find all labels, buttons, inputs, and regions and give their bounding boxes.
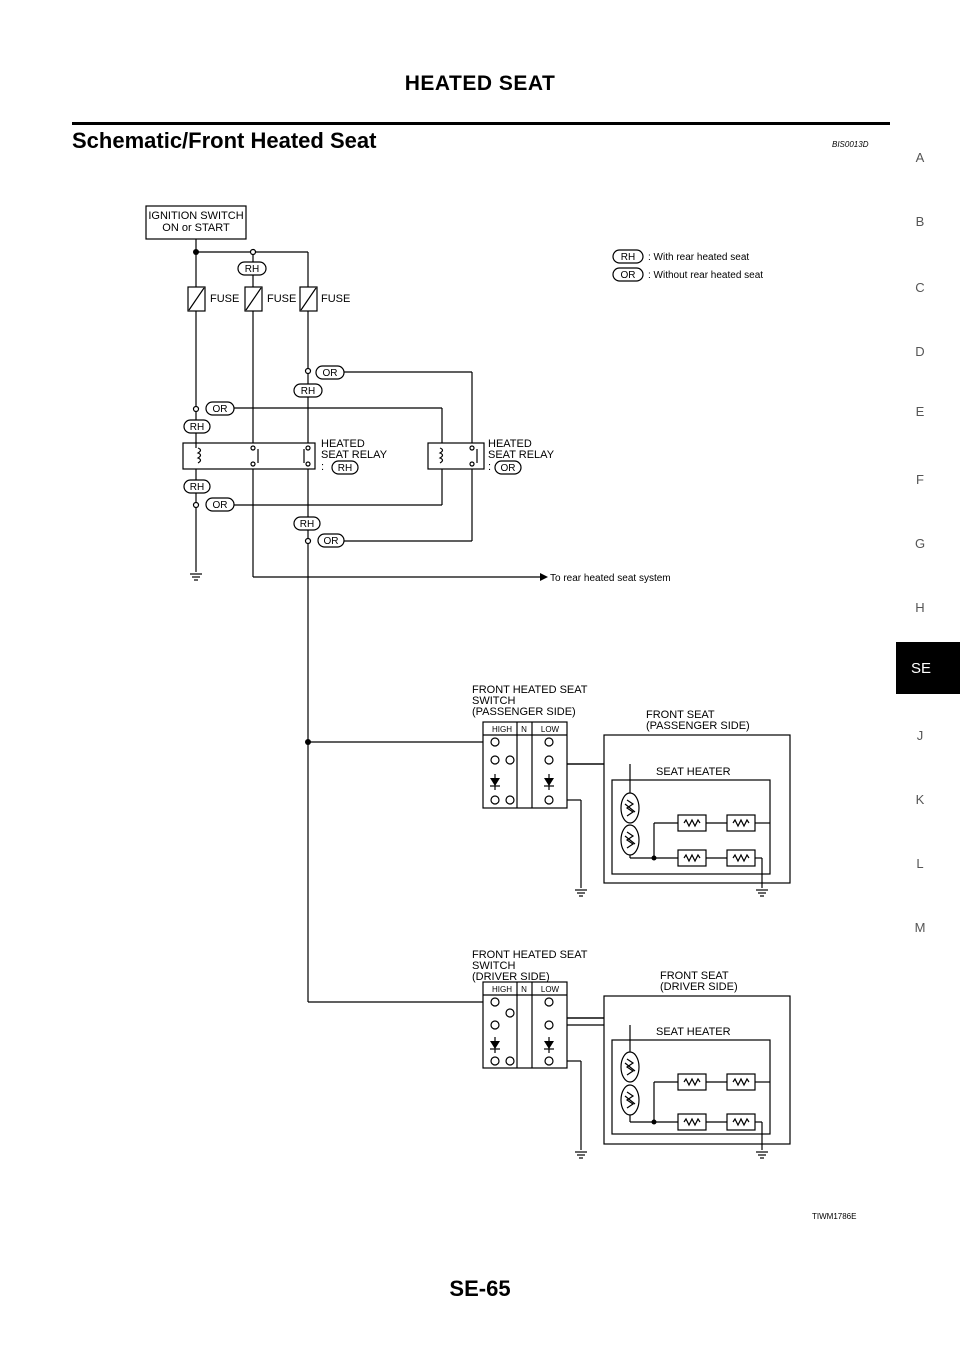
- legend-or-tag-text: OR: [621, 270, 636, 281]
- relay-or-line1: HEATED: [488, 438, 532, 450]
- page-header: HEATED SEAT: [404, 72, 556, 95]
- legend: RH : With rear heated seat OR : Without …: [612, 249, 763, 282]
- nav-letter-b[interactable]: B: [915, 214, 925, 229]
- svg-text:FRONT HEATED SEAT: FRONT HEATED SEAT: [472, 684, 588, 696]
- svg-text:FRONT SEAT: FRONT SEAT: [660, 970, 729, 982]
- relay-or-line2: SEAT RELAY: [488, 449, 555, 461]
- passenger-front-seat: FRONT SEAT (PASSENGER SIDE) SEAT HEATER: [567, 709, 791, 888]
- nav-letter-m[interactable]: M: [914, 920, 926, 935]
- nav-letter-c[interactable]: C: [915, 280, 925, 295]
- heater-element-icon: [726, 849, 756, 867]
- svg-text:(PASSENGER SIDE): (PASSENGER SIDE): [472, 706, 576, 718]
- legend-rh-text: : With rear heated seat: [648, 252, 749, 263]
- fuse-3: FUSE: [299, 252, 350, 312]
- fuse-2: FUSE: [244, 275, 296, 312]
- tag-or-text: OR: [213, 404, 228, 415]
- heater-element-icon: [726, 814, 756, 832]
- svg-text:N: N: [521, 985, 527, 994]
- nav-letter-se-active[interactable]: SE: [896, 642, 960, 694]
- heated-seat-relay-or: HEATED SEAT RELAY : OR: [427, 438, 555, 475]
- thermostat-icon: [620, 1084, 640, 1116]
- fuse-3-label: FUSE: [321, 293, 350, 305]
- heater-element-icon: [726, 1073, 756, 1091]
- passenger-switch-label: FRONT HEATED SEAT SWITCH (PASSENGER SIDE…: [472, 684, 588, 718]
- svg-text:LOW: LOW: [541, 725, 560, 734]
- relay-or-colon: :: [488, 461, 491, 473]
- ignition-label-line1: IGNITION SWITCH: [148, 210, 243, 222]
- nav-letter-j[interactable]: J: [916, 728, 924, 743]
- nav-letter-e[interactable]: E: [915, 404, 925, 419]
- svg-text:(DRIVER SIDE): (DRIVER SIDE): [660, 981, 738, 993]
- heater-element-icon: [677, 1113, 707, 1131]
- svg-text:LOW: LOW: [541, 985, 560, 994]
- svg-text:SWITCH: SWITCH: [472, 960, 515, 972]
- heater-element-icon: [726, 1113, 756, 1131]
- option-connector: [249, 248, 257, 256]
- svg-text:HIGH: HIGH: [492, 985, 512, 994]
- nav-letter-h[interactable]: H: [915, 600, 925, 615]
- svg-text:SEAT HEATER: SEAT HEATER: [656, 1026, 731, 1038]
- ignition-switch-box: IGNITION SWITCH ON or START: [145, 205, 247, 240]
- heater-element-icon: [677, 849, 707, 867]
- svg-text:(DRIVER SIDE): (DRIVER SIDE): [472, 971, 550, 983]
- tag-rh: [237, 261, 267, 276]
- tag-rh-text: RH: [245, 264, 259, 275]
- svg-text:SEAT HEATER: SEAT HEATER: [656, 766, 731, 778]
- rear-system-label: To rear heated seat system: [550, 573, 671, 584]
- svg-text:FRONT SEAT: FRONT SEAT: [646, 709, 715, 721]
- page-number: SE-65: [449, 1276, 511, 1301]
- ignition-label-line2: ON or START: [162, 222, 230, 234]
- heater-element-icon: [677, 1073, 707, 1091]
- relay-rh-tag: RH: [338, 463, 352, 474]
- thermostat-icon: [620, 792, 640, 824]
- thermostat-icon: [620, 824, 640, 856]
- legend-or-tag: [612, 267, 644, 282]
- legend-or-text: : Without rear heated seat: [648, 270, 763, 281]
- fuse-2-label: FUSE: [267, 293, 296, 305]
- nav-letter-f[interactable]: F: [916, 472, 924, 487]
- nav-letter-g[interactable]: G: [914, 536, 926, 551]
- heated-seat-relay-rh: HEATED SEAT RELAY : RH: [182, 438, 388, 475]
- nav-letter-l[interactable]: L: [916, 856, 924, 871]
- relay-or-tag: OR: [501, 463, 516, 474]
- tag-or-text: OR: [324, 536, 339, 547]
- driver-switch-label: FRONT HEATED SEAT SWITCH (DRIVER SIDE): [472, 949, 588, 983]
- driver-front-seat: FRONT SEAT (DRIVER SIDE) SEAT HEATER: [567, 970, 791, 1150]
- svg-text:N: N: [521, 725, 527, 734]
- section-index-nav: A B C D E F G H SE J K L M: [896, 0, 960, 1358]
- relay-rh-colon: :: [321, 461, 324, 473]
- relay-rh-line1: HEATED: [321, 438, 365, 450]
- heater-element-icon: [677, 814, 707, 832]
- legend-rh-tag-text: RH: [621, 252, 635, 263]
- figure-code: TIWM1786E: [812, 1212, 857, 1221]
- driver-heated-seat-switch: HIGH N LOW: [482, 981, 568, 1069]
- header-rule: [72, 122, 890, 125]
- tag-or-text: OR: [213, 500, 228, 511]
- arrow-icon: [540, 573, 548, 581]
- fuse-1-label: FUSE: [210, 293, 239, 305]
- svg-text:HIGH: HIGH: [492, 725, 512, 734]
- section-code: BIS0013D: [832, 140, 869, 149]
- tag-rh-text: RH: [190, 422, 204, 433]
- svg-text:(PASSENGER SIDE): (PASSENGER SIDE): [646, 720, 750, 732]
- tag-rh-text: RH: [190, 482, 204, 493]
- thermostat-icon: [620, 1051, 640, 1083]
- passenger-heated-seat-switch: HIGH N LOW: [482, 721, 568, 809]
- relay-rh-line2: SEAT RELAY: [321, 449, 388, 461]
- legend-rh-tag: [612, 249, 644, 264]
- svg-text:SWITCH: SWITCH: [472, 695, 515, 707]
- nav-letter-d[interactable]: D: [915, 344, 925, 359]
- tag-rh-text: RH: [301, 386, 315, 397]
- nav-letter-a[interactable]: A: [915, 150, 925, 165]
- svg-text:FRONT HEATED SEAT: FRONT HEATED SEAT: [472, 949, 588, 961]
- fuse-1: FUSE: [187, 252, 239, 312]
- section-title: Schematic/Front Heated Seat: [72, 128, 377, 153]
- tag-or-text: OR: [323, 368, 338, 379]
- tag-rh-text: RH: [300, 519, 314, 530]
- nav-letter-k[interactable]: K: [915, 792, 925, 807]
